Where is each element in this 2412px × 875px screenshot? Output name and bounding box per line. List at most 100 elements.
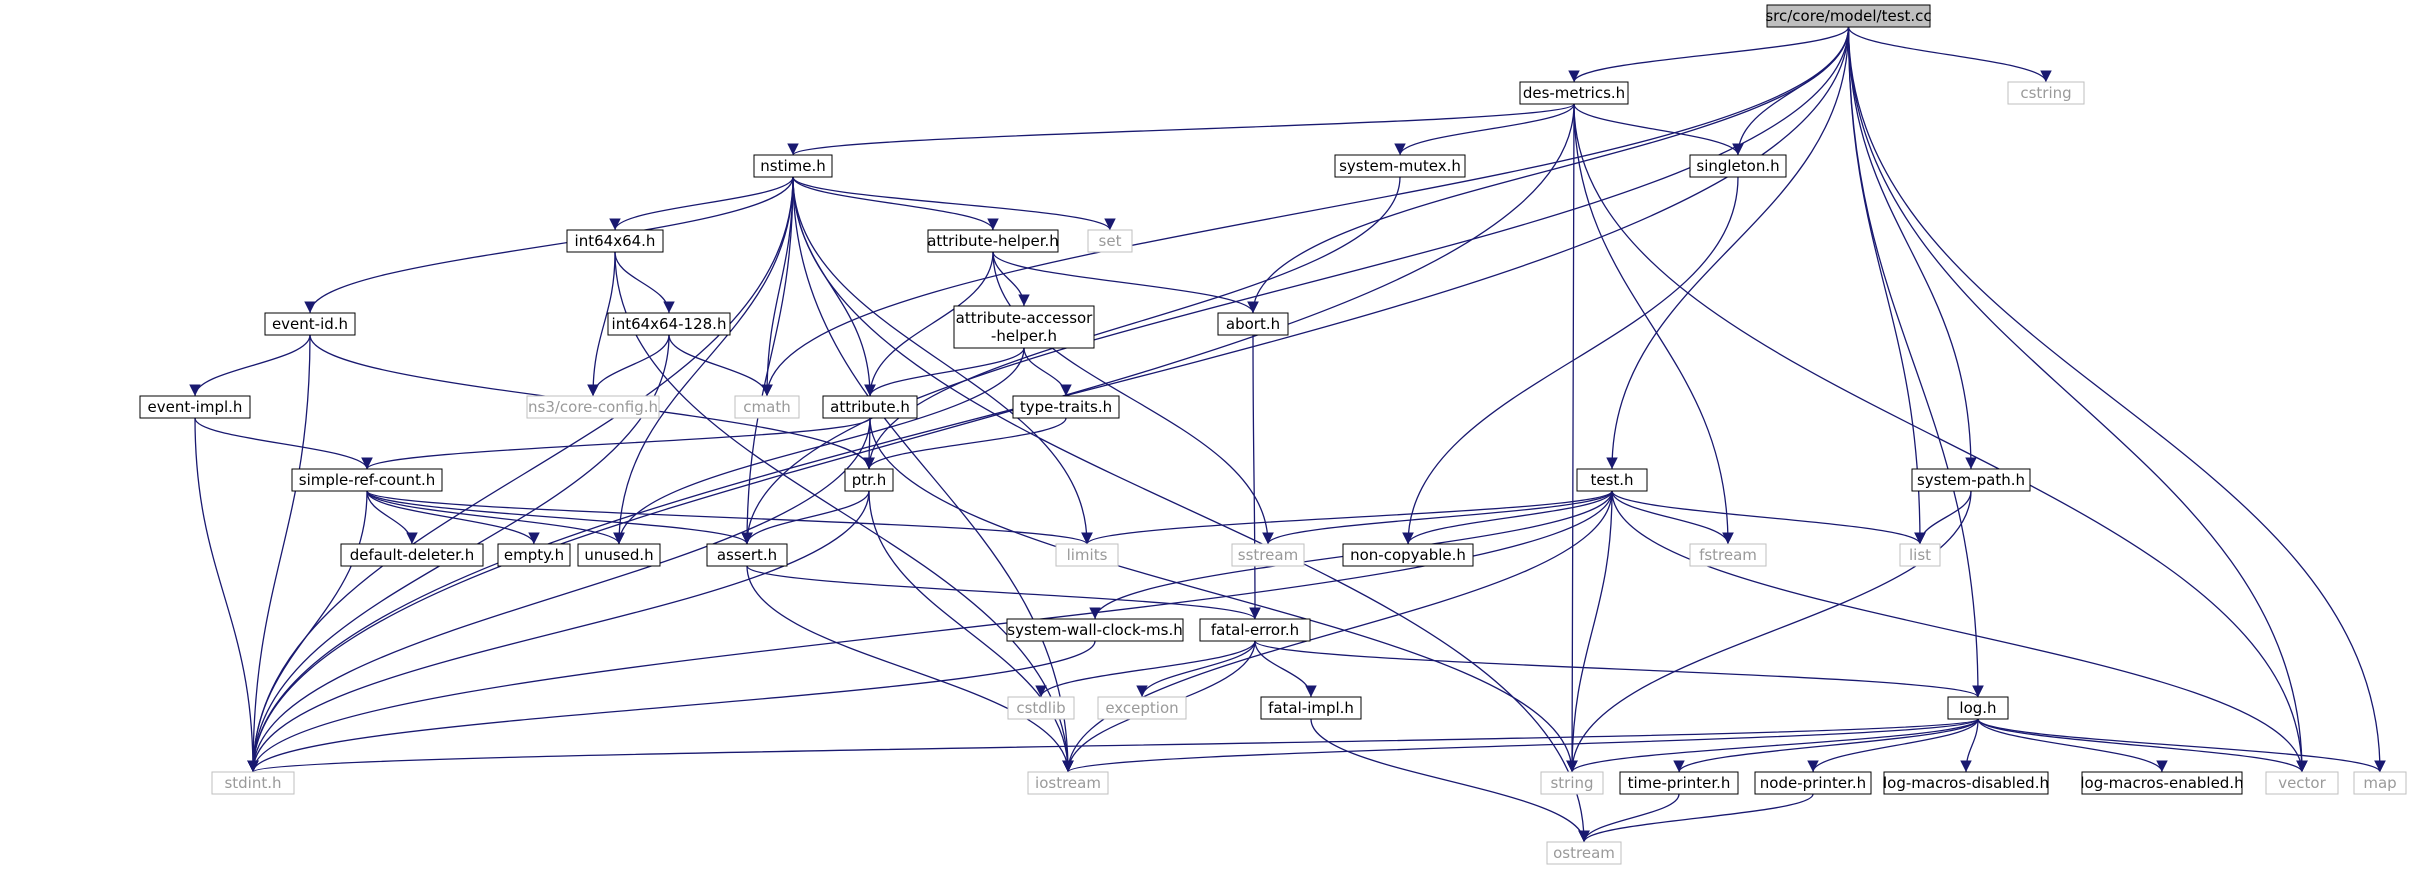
edge-log-to-map xyxy=(1977,718,2386,773)
edge-int64x64-to-ns3-core-config xyxy=(587,251,616,397)
edge-root-to-cmath xyxy=(761,26,1850,397)
node-event-impl[interactable]: event-impl.h xyxy=(139,395,251,419)
edge-root-to-assert xyxy=(741,26,1850,545)
node-event-id[interactable]: event-id.h xyxy=(264,312,356,336)
edge-simple-ref-count-to-unused xyxy=(366,490,625,545)
node-ptr[interactable]: ptr.h xyxy=(844,468,894,492)
node-log-macros-disabled[interactable]: log-macros-disabled.h xyxy=(1883,771,2049,795)
node-attribute-accessor-helper[interactable]: attribute-accessor-helper.h xyxy=(953,305,1095,349)
node-nstime[interactable]: nstime.h xyxy=(753,154,833,178)
edge-log-to-log-macros-enabled xyxy=(1977,718,2168,773)
edge-root-to-cstring xyxy=(1847,26,2052,83)
node-simple-ref-count[interactable]: simple-ref-count.h xyxy=(291,468,443,492)
node-label: attribute-helper.h xyxy=(927,232,1059,250)
edge-root-to-log xyxy=(1847,26,1984,698)
node-attribute-helper[interactable]: attribute-helper.h xyxy=(927,229,1059,253)
edge-nstime-to-assert xyxy=(741,176,794,545)
edge-root-to-vector xyxy=(1847,26,2308,773)
node-label: assert.h xyxy=(717,546,777,564)
node-box xyxy=(340,543,484,567)
node-label: simple-ref-count.h xyxy=(299,471,435,489)
node-box xyxy=(497,543,571,567)
edge-int64x64-to-iostream xyxy=(614,251,1074,773)
node-label: attribute.h xyxy=(830,398,910,416)
node-label: non-copyable.h xyxy=(1350,546,1466,564)
node-box xyxy=(1619,771,1739,795)
node-assert[interactable]: assert.h xyxy=(706,543,788,567)
node-box xyxy=(1217,312,1289,336)
node-default-deleter[interactable]: default-deleter.h xyxy=(340,543,484,567)
node-box xyxy=(2265,771,2339,795)
edge-nstime-to-int64x64 xyxy=(609,176,794,231)
node-label: exception xyxy=(1105,699,1178,717)
node-label: attribute-accessor xyxy=(956,309,1094,327)
node-system-mutex[interactable]: system-mutex.h xyxy=(1334,154,1466,178)
edge-type-traits-to-ptr xyxy=(863,417,1067,470)
node-system-path[interactable]: system-path.h xyxy=(1911,468,2031,492)
edge-root-to-des-metrics xyxy=(1568,26,1850,83)
node-empty[interactable]: empty.h xyxy=(497,543,571,567)
edge-ptr-to-stdint xyxy=(247,490,870,773)
edge-nstime-to-ostream xyxy=(792,176,1590,843)
node-test-h[interactable]: test.h xyxy=(1576,468,1648,492)
edge-attribute-helper-to-abort xyxy=(992,251,1259,314)
node-label: fatal-error.h xyxy=(1211,621,1299,639)
node-box xyxy=(1027,771,1109,795)
node-log-macros-enabled[interactable]: log-macros-enabled.h xyxy=(2080,771,2244,795)
edge-simple-ref-count-to-limits xyxy=(366,490,1093,545)
edge-test-h-to-stdint xyxy=(247,490,1613,773)
node-label: ptr.h xyxy=(852,471,886,489)
node-fstream: fstream xyxy=(1689,543,1767,567)
edge-des-metrics-to-vector xyxy=(1573,103,2308,773)
edge-system-path-to-string xyxy=(1566,490,1972,773)
edge-root-to-map xyxy=(1847,26,2386,773)
node-fatal-error[interactable]: fatal-error.h xyxy=(1199,618,1311,642)
node-des-metrics[interactable]: des-metrics.h xyxy=(1519,81,1629,105)
node-int64x64[interactable]: int64x64.h xyxy=(566,229,664,253)
edge-test-h-to-fstream xyxy=(1611,490,1734,545)
node-system-wall-clock-ms[interactable]: system-wall-clock-ms.h xyxy=(1006,618,1184,642)
edge-attribute-to-simple-ref-count xyxy=(361,417,871,470)
edge-simple-ref-count-to-stdint xyxy=(247,490,368,773)
node-type-traits[interactable]: type-traits.h xyxy=(1012,395,1120,419)
node-node-printer[interactable]: node-printer.h xyxy=(1754,771,1872,795)
node-label: event-impl.h xyxy=(148,398,243,416)
node-fatal-impl[interactable]: fatal-impl.h xyxy=(1260,696,1362,720)
edge-log-to-string xyxy=(1566,718,1979,773)
node-time-printer[interactable]: time-printer.h xyxy=(1619,771,1739,795)
edge-attribute-to-string xyxy=(869,417,1578,773)
edge-event-id-to-event-impl xyxy=(189,334,311,397)
node-int64x64-128[interactable]: int64x64-128.h xyxy=(607,312,731,336)
node-box xyxy=(1231,543,1305,567)
node-box xyxy=(1007,696,1075,720)
edge-event-id-to-stdint xyxy=(247,334,311,773)
node-singleton[interactable]: singleton.h xyxy=(1689,154,1787,178)
edge-system-mutex-to-ptr xyxy=(863,176,1401,470)
edge-simple-ref-count-to-assert xyxy=(366,490,753,545)
edge-attribute-to-stdint xyxy=(247,417,871,773)
node-label: fstream xyxy=(1699,546,1757,564)
node-root[interactable]: src/core/model/test.cc xyxy=(1765,4,1932,28)
node-unused[interactable]: unused.h xyxy=(577,543,661,567)
node-box xyxy=(139,395,251,419)
edge-des-metrics-to-fstream xyxy=(1573,103,1734,545)
node-log[interactable]: log.h xyxy=(1947,696,2009,720)
edge-assert-to-iostream xyxy=(746,565,1074,773)
edge-attribute-accessor-helper-to-attribute xyxy=(864,347,1025,397)
node-sstream: sstream xyxy=(1231,543,1305,567)
edge-des-metrics-to-system-mutex xyxy=(1394,103,1575,156)
node-box xyxy=(264,312,356,336)
node-box xyxy=(734,395,800,419)
node-abort[interactable]: abort.h xyxy=(1217,312,1289,336)
edge-nstime-to-set xyxy=(792,176,1116,231)
node-list: list xyxy=(1899,543,1941,567)
edge-des-metrics-to-stdint xyxy=(247,103,1575,773)
node-box xyxy=(1334,154,1466,178)
node-non-copyable[interactable]: non-copyable.h xyxy=(1342,543,1474,567)
node-box xyxy=(1519,81,1629,105)
node-label: ns3/core-config.h xyxy=(528,398,658,416)
node-attribute[interactable]: attribute.h xyxy=(822,395,918,419)
node-label: system-wall-clock-ms.h xyxy=(1007,621,1183,639)
node-box xyxy=(1576,468,1648,492)
edge-abort-to-fatal-error xyxy=(1249,334,1261,620)
